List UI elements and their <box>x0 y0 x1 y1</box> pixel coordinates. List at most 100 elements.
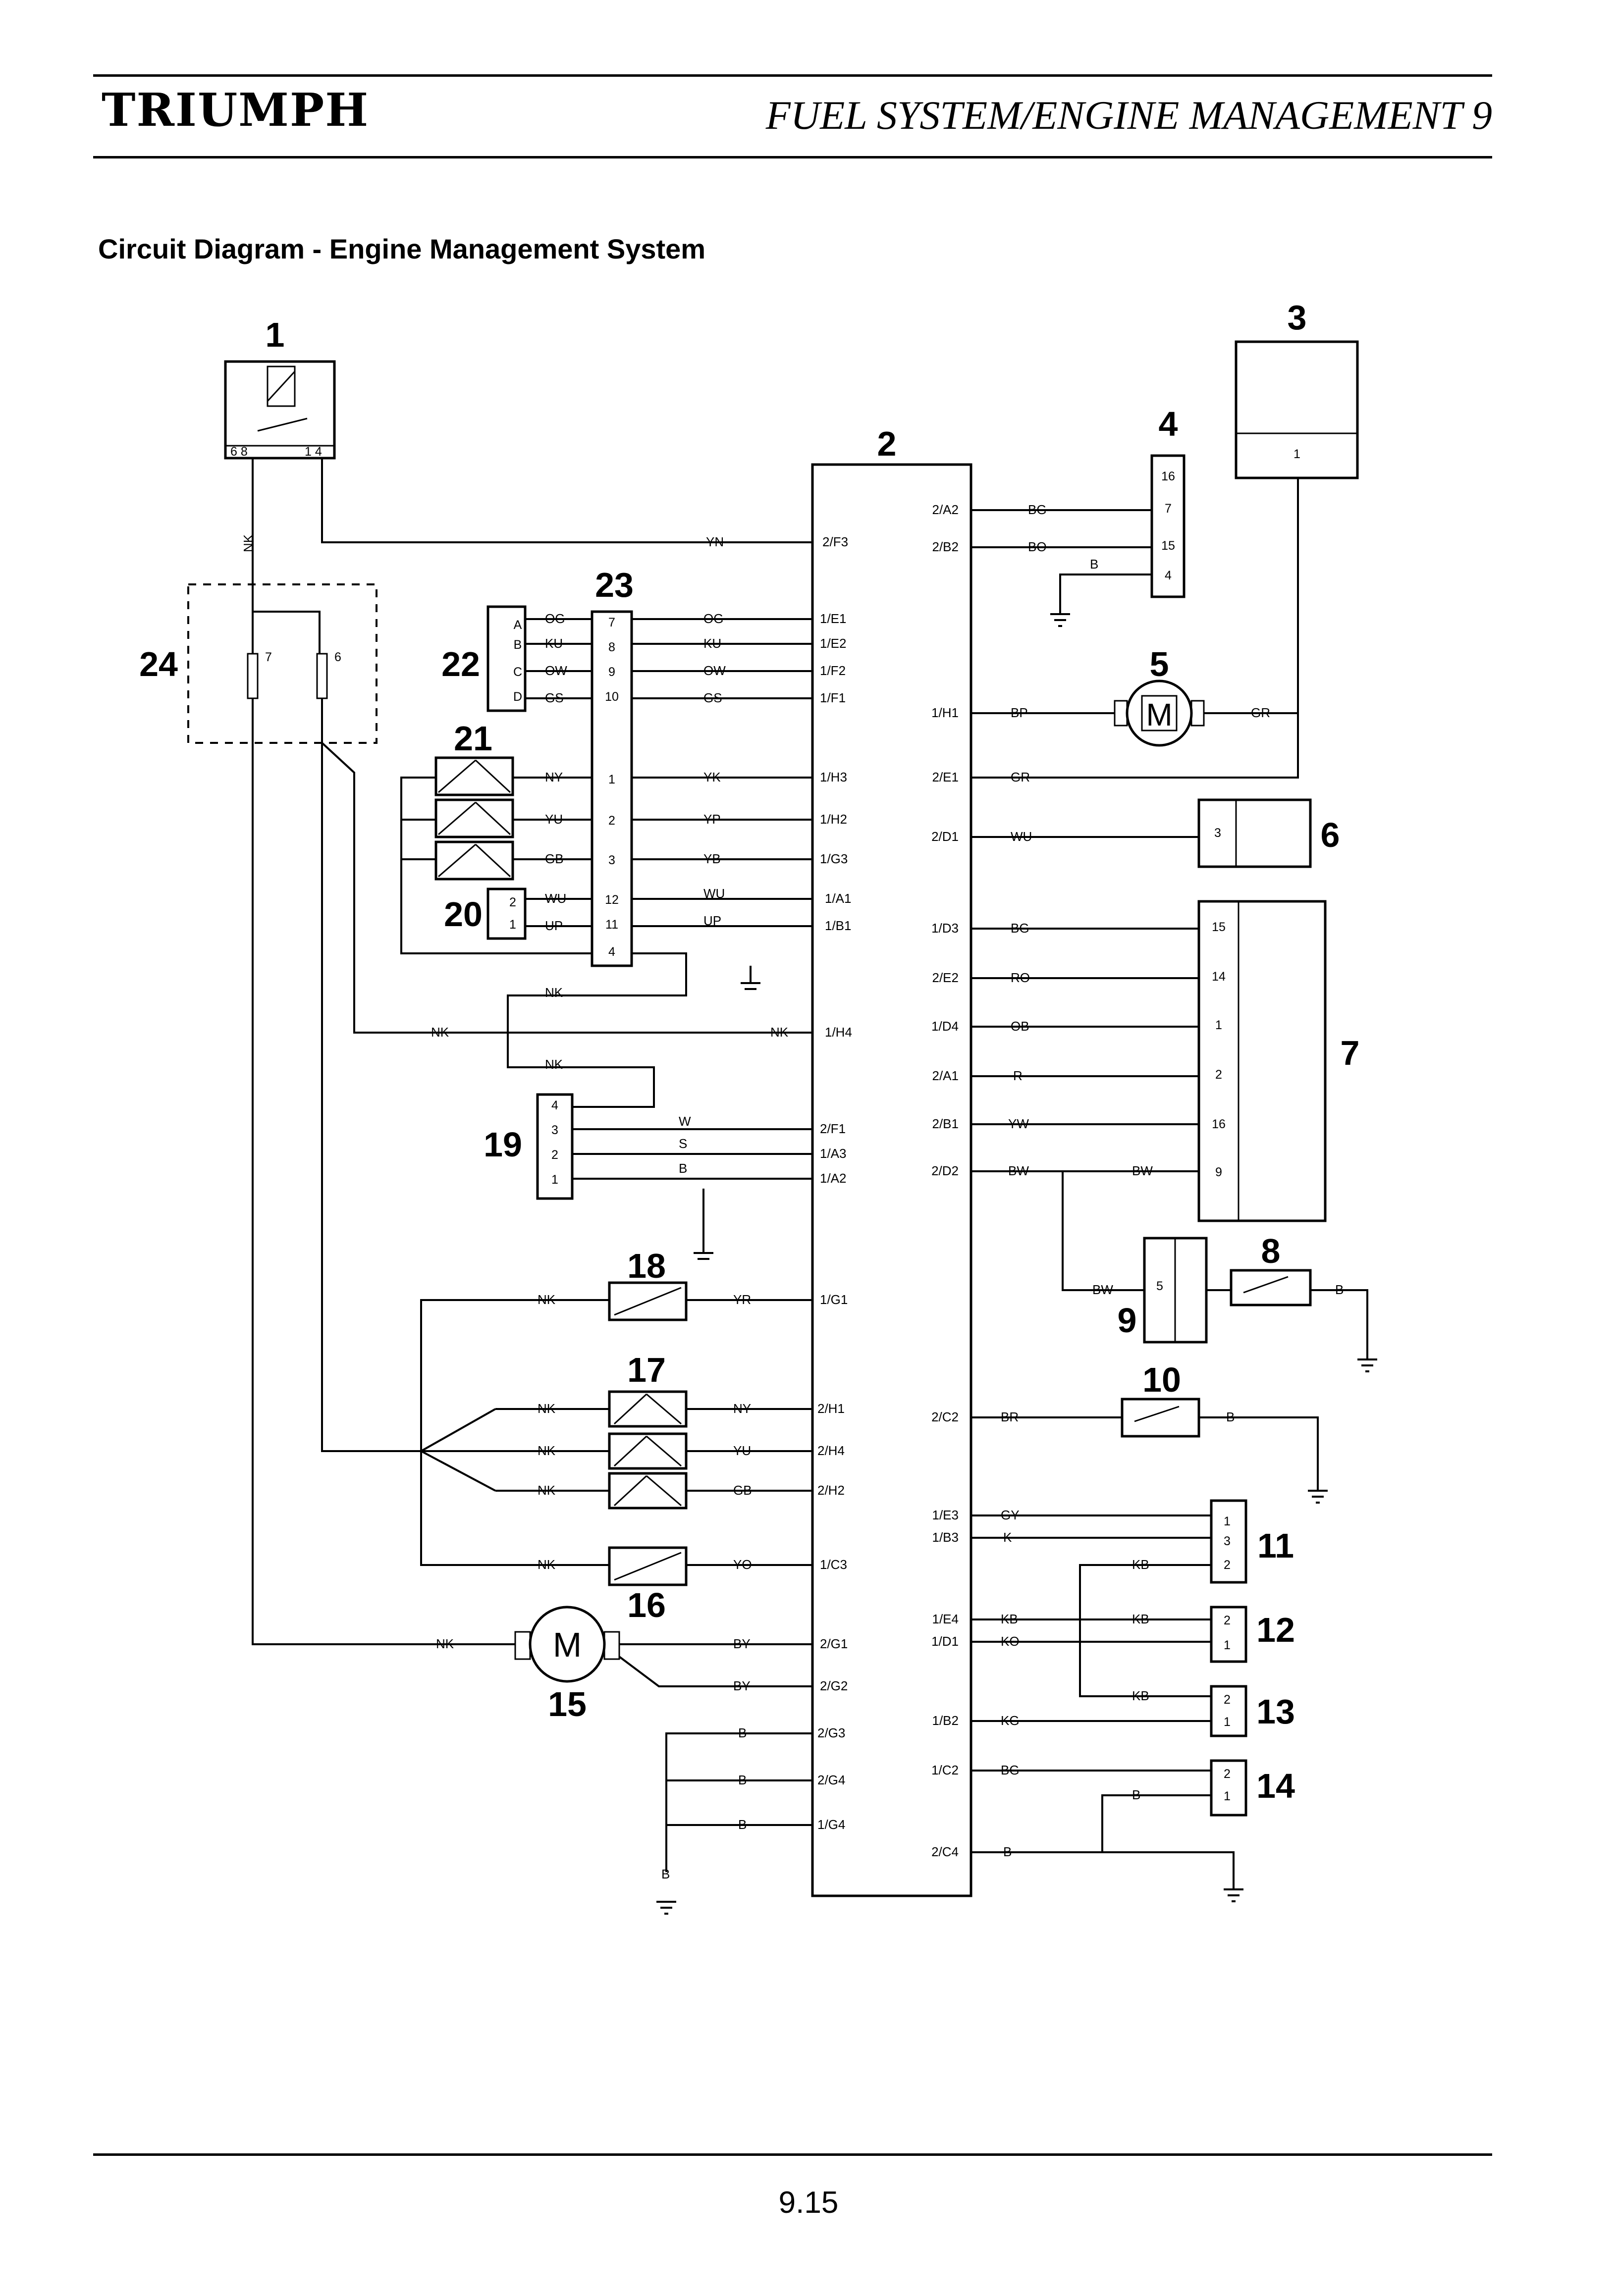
ecu-pin-label: 1/E3 <box>932 1508 959 1522</box>
svg-text:13: 13 <box>1256 1692 1295 1731</box>
wire-label: OB <box>1011 1019 1029 1034</box>
ecu-pin-label: 2/G1 <box>820 1636 848 1651</box>
svg-text:1 4: 1 4 <box>305 445 322 459</box>
svg-text:21: 21 <box>454 719 492 758</box>
ecu-pin-label: 1/G3 <box>820 851 848 866</box>
svg-text:15: 15 <box>1161 539 1175 553</box>
wire-label: YU <box>545 812 563 827</box>
wire-label: B <box>1003 1844 1012 1859</box>
wire-label: NK <box>436 1636 454 1651</box>
svg-text:23: 23 <box>595 566 634 604</box>
wire-label: BR <box>1001 1409 1019 1424</box>
wire-label: GB <box>733 1483 752 1498</box>
component-16: 16 <box>608 1546 688 1624</box>
svg-text:8: 8 <box>608 640 615 654</box>
svg-text:18: 18 <box>627 1247 666 1285</box>
wire-label: GB <box>545 851 564 866</box>
svg-text:7: 7 <box>265 650 272 664</box>
svg-text:3: 3 <box>1224 1534 1231 1548</box>
svg-text:2: 2 <box>1224 1558 1231 1572</box>
ecu-pin-label: 1/F1 <box>820 690 846 705</box>
wire-label: GS <box>703 690 722 705</box>
ecu-pin-labels: 2/F3 1/E1 1/E2 1/F2 1/F1 1/H3 1/H2 1/G3 … <box>817 502 959 1859</box>
svg-text:20: 20 <box>444 895 483 934</box>
svg-text:10: 10 <box>1142 1360 1181 1399</box>
svg-text:1: 1 <box>1294 447 1300 461</box>
wire-label: KG <box>1001 1713 1020 1728</box>
connector-component-4: 16 7 15 4 4 <box>1150 405 1186 598</box>
svg-text:14: 14 <box>1256 1767 1295 1805</box>
ecu-pin-label: 1/A2 <box>820 1171 847 1186</box>
wire-label: YR <box>733 1292 751 1307</box>
svg-text:9: 9 <box>1215 1165 1222 1179</box>
wire-label: W <box>679 1114 691 1129</box>
wire-label: NK <box>770 1025 789 1040</box>
svg-text:11: 11 <box>1257 1526 1294 1565</box>
ecu-pin-label: 2/E2 <box>932 970 959 985</box>
wire-label: B <box>738 1817 747 1832</box>
wire-label: UP <box>545 918 563 933</box>
ecu-pin-label: 1/C2 <box>931 1763 959 1777</box>
component-17: 17 <box>608 1351 688 1510</box>
svg-text:1: 1 <box>1215 1018 1222 1032</box>
motor-component-15: M 15 <box>514 1606 620 1723</box>
connector-component-13: 2 1 13 <box>1210 1685 1295 1737</box>
svg-text:22: 22 <box>441 645 480 683</box>
wire-label: BG <box>1001 1763 1020 1777</box>
svg-text:2: 2 <box>1224 1767 1231 1781</box>
ecu-pin-label: 1/D3 <box>931 921 959 936</box>
wire-label: KB <box>1001 1612 1018 1626</box>
ecu-pin-label: 1/H3 <box>820 770 847 784</box>
ecu-pin-label: 1/D4 <box>931 1019 959 1034</box>
ecu-pin-label: 2/F3 <box>822 534 848 549</box>
ecu-pin-label: 1/H4 <box>825 1025 852 1040</box>
wire-label: BY <box>733 1636 751 1651</box>
svg-text:9: 9 <box>608 665 615 679</box>
ecu-pin-label: 1/B1 <box>825 918 852 933</box>
wire-label: B <box>738 1725 747 1740</box>
sensor-component-21: 21 <box>434 719 514 881</box>
ecu-pin-label: 2/C2 <box>931 1409 959 1424</box>
component-3: 1 3 <box>1235 298 1359 479</box>
wire-label: OW <box>703 663 726 678</box>
wire-label: B <box>1132 1787 1140 1802</box>
ecu-pin-label: 2/G4 <box>817 1773 845 1787</box>
svg-text:M: M <box>553 1625 582 1664</box>
svg-text:2: 2 <box>551 1148 558 1162</box>
wire-label: UP <box>703 913 721 928</box>
svg-text:2: 2 <box>1224 1693 1231 1707</box>
component-18: 18 <box>608 1247 688 1321</box>
wire-label: KO <box>1001 1634 1020 1649</box>
ecu-pin-label: 1/G4 <box>817 1817 845 1832</box>
svg-text:2: 2 <box>608 814 615 828</box>
switch-component-10: 10 <box>1121 1360 1200 1438</box>
ecu-pin-label: 2/A2 <box>932 502 959 517</box>
ground-symbols <box>656 613 1377 1915</box>
wire-label: B <box>1226 1409 1235 1424</box>
wire-label: WU <box>1011 829 1032 844</box>
svg-text:4: 4 <box>1165 569 1172 582</box>
wire-label: B <box>1090 557 1098 572</box>
ecu-pin-label: 1/B3 <box>932 1530 959 1545</box>
svg-text:8: 8 <box>1261 1232 1281 1270</box>
ground-symbol <box>1308 1490 1328 1504</box>
wire-label: YO <box>733 1557 752 1572</box>
ecu-pin-label: 2/A1 <box>932 1068 959 1083</box>
ecu-pin-label: 1/F2 <box>820 663 846 678</box>
wire-label: NK <box>538 1292 556 1307</box>
switch-component-8: 8 <box>1230 1232 1312 1306</box>
ecu-pin-label: 1/G1 <box>820 1292 848 1307</box>
svg-text:1: 1 <box>509 918 516 932</box>
wire-label: BW <box>1132 1163 1153 1178</box>
wire-label: BP <box>1011 705 1028 720</box>
wire-label: RO <box>1011 970 1030 985</box>
ecu-pin-label: 2/G2 <box>820 1678 848 1693</box>
svg-text:4: 4 <box>608 945 615 959</box>
svg-text:M: M <box>1146 697 1172 732</box>
svg-text:15: 15 <box>1212 920 1226 934</box>
ground-symbol <box>656 1901 676 1915</box>
wire-label: NY <box>545 770 563 784</box>
ecu-pin-label: 1/H1 <box>931 705 959 720</box>
ecu-pin-label: 1/B2 <box>932 1713 959 1728</box>
